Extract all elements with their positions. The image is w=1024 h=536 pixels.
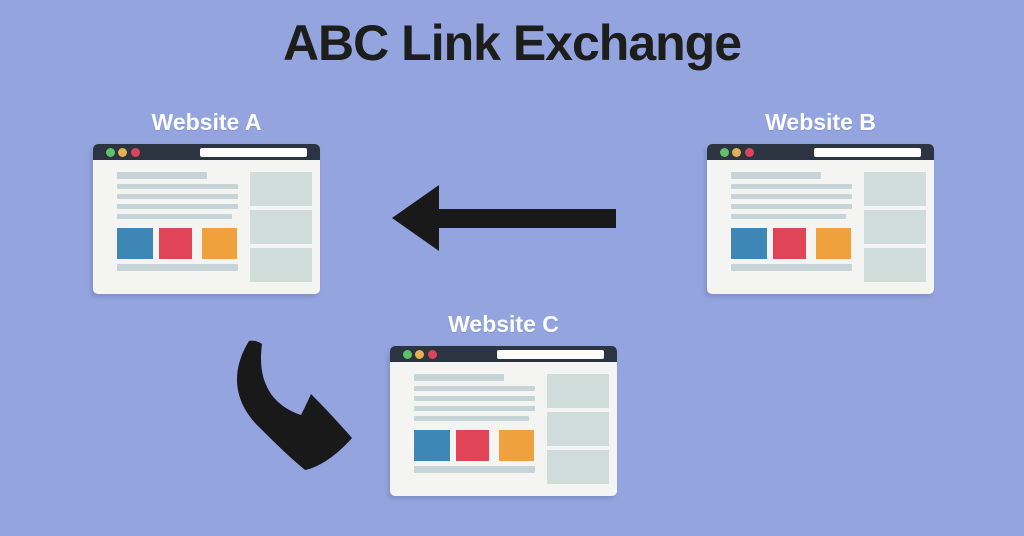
traffic-light-red-dot-icon: [131, 147, 140, 157]
traffic-light-yellow-dot-icon: [415, 349, 424, 359]
url-bar: [497, 349, 604, 359]
sidebar-block: [864, 172, 926, 206]
website-b-window: [707, 144, 934, 294]
image-placeholder-orange: [499, 430, 534, 461]
traffic-light-yellow-dot-icon: [118, 147, 127, 157]
arrow-a-to-c-icon: [237, 340, 352, 470]
url-bar: [814, 147, 921, 157]
text-placeholder-line: [117, 264, 238, 271]
sidebar-block: [250, 248, 312, 282]
webpage-content-mock: [707, 160, 934, 294]
webpage-content-mock: [93, 160, 320, 294]
browser-title-bar: [93, 144, 320, 160]
traffic-light-red-dot-icon: [745, 147, 754, 157]
traffic-light-yellow-dot-icon: [732, 147, 741, 157]
text-placeholder-line: [414, 396, 535, 401]
website-c-window: [390, 346, 617, 496]
image-placeholder-red: [456, 430, 489, 461]
webpage-content-mock: [390, 362, 617, 496]
website-b-group: Website B: [707, 108, 934, 294]
text-placeholder-line: [731, 184, 852, 189]
text-placeholder-line: [731, 264, 852, 271]
text-placeholder-line: [117, 214, 232, 219]
traffic-light-red-dot-icon: [428, 349, 437, 359]
website-c-group: Website C: [390, 310, 617, 496]
sidebar-block: [547, 450, 609, 484]
text-placeholder-heading: [117, 172, 207, 179]
url-bar: [200, 147, 307, 157]
image-placeholder-red: [159, 228, 192, 259]
traffic-light-green-dot-icon: [403, 349, 412, 359]
image-placeholder-red: [773, 228, 806, 259]
browser-title-bar: [707, 144, 934, 160]
sidebar-block: [250, 172, 312, 206]
image-placeholder-blue: [731, 228, 767, 259]
sidebar-block: [250, 210, 312, 244]
traffic-light-green-dot-icon: [106, 147, 115, 157]
website-b-label: Website B: [765, 109, 876, 135]
website-a-group: Website A: [93, 108, 320, 294]
text-placeholder-line: [414, 406, 535, 411]
image-placeholder-orange: [816, 228, 851, 259]
website-a-label: Website A: [151, 109, 262, 135]
text-placeholder-line: [731, 214, 846, 219]
text-placeholder-line: [414, 466, 535, 473]
sidebar-block: [864, 210, 926, 244]
text-placeholder-line: [414, 386, 535, 391]
browser-title-bar: [390, 346, 617, 362]
image-placeholder-blue: [117, 228, 153, 259]
diagram-title: ABC Link Exchange: [282, 15, 742, 71]
text-placeholder-line: [117, 184, 238, 189]
website-a-window: [93, 144, 320, 294]
traffic-light-green-dot-icon: [720, 147, 729, 157]
sidebar-block: [864, 248, 926, 282]
text-placeholder-heading: [731, 172, 821, 179]
image-placeholder-orange: [202, 228, 237, 259]
text-placeholder-line: [414, 416, 529, 421]
sidebar-block: [547, 412, 609, 446]
text-placeholder-line: [117, 194, 238, 199]
text-placeholder-line: [117, 204, 238, 209]
website-c-label: Website C: [448, 311, 559, 337]
text-placeholder-line: [731, 194, 852, 199]
sidebar-block: [547, 374, 609, 408]
arrow-b-to-a-icon: [392, 185, 616, 251]
text-placeholder-line: [731, 204, 852, 209]
text-placeholder-heading: [414, 374, 504, 381]
image-placeholder-blue: [414, 430, 450, 461]
